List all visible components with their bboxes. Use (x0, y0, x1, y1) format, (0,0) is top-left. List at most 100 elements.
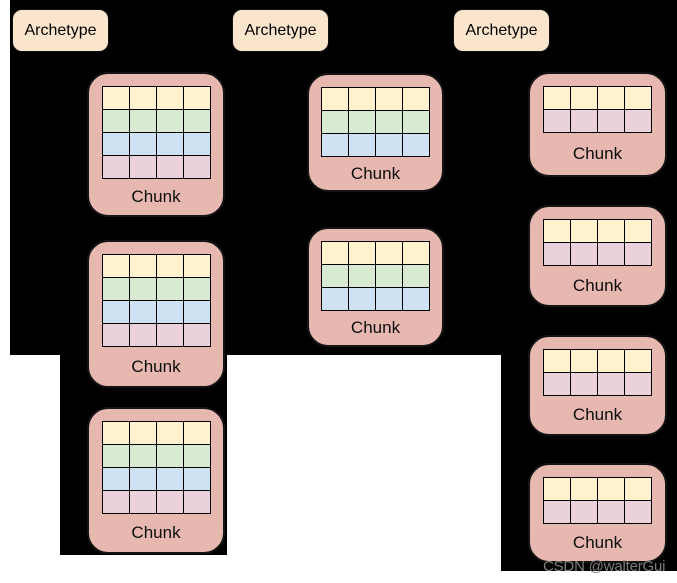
chunk-card-1-3: Chunk (87, 407, 225, 554)
component-cell (348, 111, 375, 133)
component-cell (182, 324, 210, 346)
component-cell (375, 88, 402, 110)
component-cell (597, 220, 624, 242)
component-cell (128, 445, 156, 467)
component-row-pink (102, 323, 210, 346)
chunk-label: Chunk (350, 318, 401, 337)
component-grid (321, 87, 430, 157)
component-cell (624, 350, 651, 372)
component-cell (182, 87, 210, 109)
chunk-card-3-2: Chunk (528, 205, 667, 307)
component-cell (544, 501, 570, 523)
archetype-badge-3: Archetype (453, 9, 550, 52)
component-cell (155, 445, 183, 467)
component-grid (543, 86, 652, 133)
component-row-yellow (102, 422, 210, 444)
chunk-card-3-1: Chunk (528, 72, 667, 177)
component-cell (375, 111, 402, 133)
component-grid (543, 219, 652, 266)
component-cell (128, 156, 156, 178)
component-cell (348, 134, 375, 156)
chunk-card-1-2: Chunk (87, 240, 225, 388)
component-row-blue (102, 132, 210, 155)
chunk-label: Chunk (572, 275, 623, 295)
component-cell (322, 134, 348, 156)
component-cell (348, 88, 375, 110)
component-cell (128, 278, 156, 300)
component-cell (182, 301, 210, 323)
chunk-label: Chunk (350, 163, 401, 183)
chunk-label: Chunk (572, 405, 623, 424)
component-row-yellow (544, 478, 651, 500)
component-cell (102, 278, 129, 300)
component-cell (597, 478, 624, 500)
component-cell (544, 350, 570, 372)
chunk-card-3-4: Chunk (528, 463, 667, 563)
component-cell (182, 278, 210, 300)
component-cell (402, 265, 429, 287)
component-cell (182, 133, 210, 155)
component-cell (624, 243, 651, 265)
component-cell (128, 422, 156, 444)
component-cell (155, 301, 183, 323)
component-cell (570, 350, 597, 372)
component-cell (402, 134, 429, 156)
component-cell (597, 373, 624, 395)
component-cell (348, 242, 375, 264)
chunk-card-2-1: Chunk (307, 73, 444, 192)
component-cell (182, 422, 210, 444)
component-grid (101, 86, 211, 179)
component-grid (543, 349, 652, 396)
component-cell (128, 468, 156, 490)
component-row-green (102, 109, 210, 132)
component-cell (182, 468, 210, 490)
component-cell (544, 478, 570, 500)
component-cell (597, 110, 624, 132)
component-cell (155, 87, 183, 109)
chunk-label: Chunk (572, 144, 623, 163)
component-cell (182, 445, 210, 467)
component-cell (182, 156, 210, 178)
component-cell (624, 110, 651, 132)
component-cell (348, 265, 375, 287)
component-cell (402, 88, 429, 110)
component-cell (155, 255, 183, 277)
component-row-pink (544, 242, 651, 265)
component-cell (544, 220, 570, 242)
component-cell (102, 87, 129, 109)
component-row-pink (544, 372, 651, 395)
component-cell (624, 478, 651, 500)
component-cell (375, 265, 402, 287)
chunk-card-1-1: Chunk (87, 72, 225, 217)
watermark: CSDN @walterGui (543, 558, 666, 575)
component-cell (155, 110, 183, 132)
component-row-pink (102, 490, 210, 513)
component-cell (155, 468, 183, 490)
component-cell (102, 422, 129, 444)
component-cell (322, 265, 348, 287)
component-cell (544, 87, 570, 109)
component-cell (155, 491, 183, 513)
component-row-blue (102, 467, 210, 490)
component-cell (182, 255, 210, 277)
archetype-badge-2: Archetype (232, 9, 329, 52)
component-row-green (322, 110, 429, 133)
chunk-card-2-2: Chunk (307, 227, 444, 347)
component-cell (155, 278, 183, 300)
component-row-blue (322, 133, 429, 156)
component-cell (155, 156, 183, 178)
component-cell (402, 111, 429, 133)
chunk-label: Chunk (131, 356, 181, 376)
component-cell (624, 220, 651, 242)
component-cell (102, 255, 129, 277)
component-cell (570, 478, 597, 500)
component-row-yellow (102, 255, 210, 277)
component-cell (375, 134, 402, 156)
component-row-yellow (544, 220, 651, 242)
component-cell (544, 110, 570, 132)
component-cell (624, 501, 651, 523)
component-cell (182, 491, 210, 513)
chunk-label: Chunk (131, 187, 181, 206)
component-cell (128, 491, 156, 513)
component-cell (624, 373, 651, 395)
